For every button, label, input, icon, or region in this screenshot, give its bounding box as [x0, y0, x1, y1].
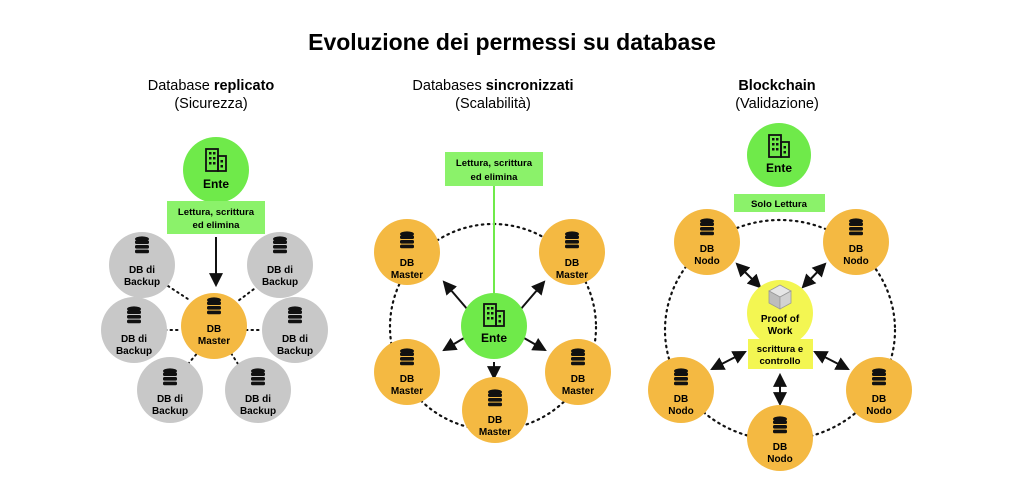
- svg-text:DB: DB: [207, 324, 221, 335]
- blockchain-arrows: [710, 262, 850, 407]
- replicated-entity-node: Ente: [183, 137, 249, 203]
- svg-text:DB di: DB di: [245, 394, 271, 405]
- blockchain-subtitle: (Validazione): [735, 96, 819, 112]
- synced-permission-label: Lettura, scrittura ed elimina: [445, 152, 543, 186]
- svg-text:Ente: Ente: [481, 331, 507, 345]
- svg-text:Nodo: Nodo: [866, 406, 892, 417]
- svg-text:Master: Master: [198, 336, 230, 347]
- svg-text:Solo Lettura: Solo Lettura: [751, 199, 808, 210]
- svg-text:Master: Master: [562, 386, 594, 397]
- svg-text:Proof of: Proof of: [761, 314, 800, 325]
- svg-text:Nodo: Nodo: [767, 454, 793, 465]
- svg-text:controllo: controllo: [759, 356, 800, 367]
- svg-text:Backup: Backup: [240, 406, 276, 417]
- backup-node: DB di Backup: [225, 357, 291, 423]
- replicated-links: [164, 285, 263, 365]
- blockchain-node: DB Nodo: [823, 209, 889, 275]
- sync-master-node: DB Master: [545, 339, 611, 405]
- svg-text:Ente: Ente: [203, 177, 229, 191]
- svg-text:scrittura e: scrittura e: [757, 344, 803, 355]
- synced-entity-node: Ente: [461, 293, 527, 359]
- backup-node: DB di Backup: [109, 232, 175, 298]
- svg-text:Backup: Backup: [152, 406, 188, 417]
- synced-heading: Databases sincronizzati: [412, 78, 573, 94]
- svg-text:DB: DB: [565, 258, 579, 269]
- section-blockchain: Blockchain (Validazione) Ente Solo Lettu…: [648, 78, 912, 471]
- svg-text:Ente: Ente: [766, 161, 792, 175]
- svg-text:DB di: DB di: [129, 265, 155, 276]
- svg-text:DB: DB: [571, 374, 585, 385]
- svg-text:ed elimina: ed elimina: [193, 220, 241, 231]
- svg-text:Backup: Backup: [262, 277, 298, 288]
- svg-text:DB: DB: [773, 442, 787, 453]
- blockchain-permission-label: Solo Lettura: [734, 194, 825, 212]
- svg-text:DB: DB: [488, 415, 502, 426]
- svg-text:Backup: Backup: [116, 346, 152, 357]
- main-title: Evoluzione dei permessi su database: [308, 29, 716, 55]
- svg-text:DB di: DB di: [157, 394, 183, 405]
- blockchain-node: DB Nodo: [747, 405, 813, 471]
- blockchain-node: DB Nodo: [846, 357, 912, 423]
- section-synced: Databases sincronizzati (Scalabilità) Le…: [374, 78, 611, 443]
- svg-text:Master: Master: [391, 386, 423, 397]
- backup-node: DB di Backup: [101, 297, 167, 363]
- svg-text:Master: Master: [479, 427, 511, 438]
- svg-text:Master: Master: [556, 270, 588, 281]
- proof-of-work-node: Proof of Work: [747, 280, 813, 346]
- backup-node: DB di Backup: [137, 357, 203, 423]
- synced-arrows: [442, 280, 547, 381]
- svg-text:Master: Master: [391, 270, 423, 281]
- section-replicated: Database replicato (Sicurezza) Ente Lett…: [101, 78, 328, 423]
- svg-text:Nodo: Nodo: [694, 256, 720, 267]
- svg-text:DB di: DB di: [282, 334, 308, 345]
- sync-master-node: DB Master: [374, 339, 440, 405]
- svg-text:DB: DB: [849, 244, 863, 255]
- blockchain-node: DB Nodo: [648, 357, 714, 423]
- svg-text:Lettura, scrittura: Lettura, scrittura: [178, 207, 255, 218]
- blockchain-node: DB Nodo: [674, 209, 740, 275]
- replicated-permission-label: Lettura, scrittura ed elimina: [167, 201, 265, 234]
- svg-text:DB: DB: [674, 394, 688, 405]
- backup-node: DB di Backup: [262, 297, 328, 363]
- svg-text:Backup: Backup: [124, 277, 160, 288]
- svg-text:DB: DB: [400, 374, 414, 385]
- cube-icon: [768, 284, 792, 310]
- sync-master-node: DB Master: [374, 219, 440, 285]
- svg-text:Work: Work: [768, 326, 793, 337]
- sync-master-node: DB Master: [462, 377, 528, 443]
- replicated-heading: Database replicato: [148, 78, 275, 94]
- synced-subtitle: (Scalabilità): [455, 96, 531, 112]
- svg-text:DB di: DB di: [121, 334, 147, 345]
- svg-text:DB di: DB di: [267, 265, 293, 276]
- master-node: DB Master: [181, 293, 247, 359]
- svg-text:Nodo: Nodo: [668, 406, 694, 417]
- svg-text:Backup: Backup: [277, 346, 313, 357]
- sync-master-node: DB Master: [539, 219, 605, 285]
- svg-text:Nodo: Nodo: [843, 256, 869, 267]
- blockchain-entity-node: Ente: [747, 123, 811, 187]
- backup-node: DB di Backup: [247, 232, 313, 298]
- svg-text:DB: DB: [872, 394, 886, 405]
- svg-text:DB: DB: [400, 258, 414, 269]
- replicated-subtitle: (Sicurezza): [174, 96, 247, 112]
- blockchain-heading: Blockchain: [738, 78, 815, 94]
- svg-text:ed elimina: ed elimina: [471, 172, 519, 183]
- svg-text:Lettura, scrittura: Lettura, scrittura: [456, 158, 533, 169]
- write-control-label: scrittura e controllo: [748, 339, 813, 369]
- svg-text:DB: DB: [700, 244, 714, 255]
